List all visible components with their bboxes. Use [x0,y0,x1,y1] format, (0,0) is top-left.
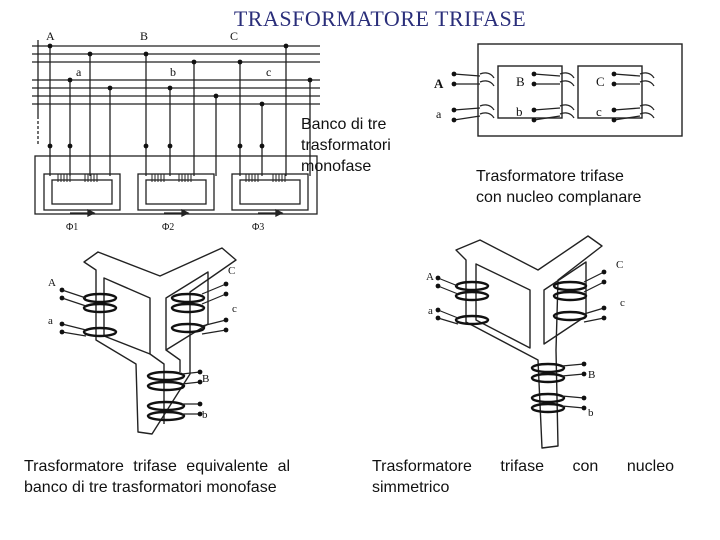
symmetric-label-b-upper: B [588,369,595,381]
symmetric-caption: Trasformatore trifase con nucleo simmetr… [372,458,674,496]
planar-column-label-b-lower: b [516,104,523,119]
equivalent-label-a-upper: A [48,277,56,289]
bank-secondary-label-b: b [170,65,176,79]
bank-caption: Banco di tre trasformatori monofase [301,116,391,175]
bank-flux-label-1: Φ1 [66,222,78,233]
equivalent-label-b-lower: b [202,409,208,421]
bank-line-label-c: C [230,29,238,43]
symmetric-label-c-lower: c [620,297,625,309]
bank-flux-label-2: Φ2 [162,222,174,233]
page-title: TRASFORMATORE TRIFASE [233,6,527,31]
planar-caption: Trasformatore trifase con nucleo complan… [476,168,642,206]
planar-column-label-c-lower: c [596,104,602,119]
planar-column-label-c: C [596,74,605,89]
bank-line-label-a: A [46,29,55,43]
equivalent-core-diagram: A a C c B b [48,247,237,435]
equivalent-label-b-upper: B [202,373,209,385]
planar-column-label-b: B [516,74,525,89]
bank-line-label-b: B [140,29,148,43]
bank-diagram: A B C a b c Φ1 Φ2 Φ3 [32,29,320,233]
symmetric-label-a-lower: a [428,305,433,317]
symmetric-label-b-lower: b [588,407,594,419]
bank-secondary-label-c: c [266,65,271,79]
bank-flux-label-3: Φ3 [252,222,264,233]
symmetric-label-c-upper: C [616,259,623,271]
planar-core-diagram: A a B C b c [434,43,683,137]
equivalent-caption: Trasformatore trifase equivalente al ban… [24,458,291,496]
equivalent-label-c-upper: C [228,265,235,277]
symmetric-label-a-upper: A [426,271,434,283]
symmetric-core-diagram: A a C c B b [426,235,625,449]
planar-terminal-label-a-upper: A [434,76,444,91]
bank-secondary-label-a: a [76,65,82,79]
planar-terminal-label-a-lower: a [436,107,442,121]
equivalent-label-c-lower: c [232,303,237,315]
equivalent-label-a-lower: a [48,315,53,327]
